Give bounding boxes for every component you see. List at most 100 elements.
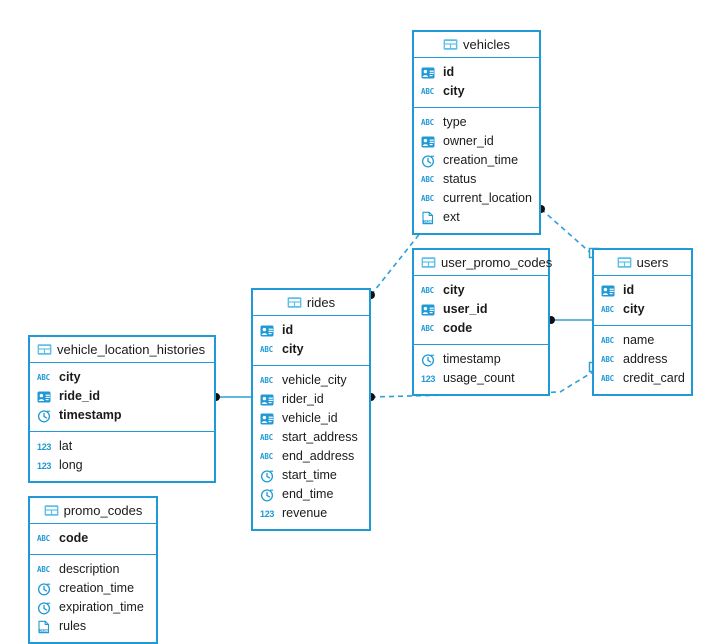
clock-timestamp-icon [37,409,53,423]
column-label: expiration_time [59,600,144,615]
abc-string-icon: ABC [260,432,273,442]
key-column-id[interactable]: id [260,321,362,340]
column-label: timestamp [443,352,501,367]
data-column-end_time[interactable]: end_time [260,485,362,504]
abc-string-icon: ABC [37,372,50,382]
key-id-icon [601,284,617,298]
table-header-rides[interactable]: rides [253,290,369,316]
table-header-vehicle_location_histories[interactable]: vehicle_location_histories [30,337,214,363]
abc-string-icon: ABC [260,375,273,385]
column-label: city [623,302,645,317]
abc-string-icon: ABC [601,335,614,345]
column-label: vehicle_id [282,411,338,426]
key-column-id[interactable]: id [421,63,532,82]
table-grid-icon [37,342,52,357]
key-id-icon [260,412,276,426]
column-label: credit_card [623,371,685,386]
table-title: vehicles [463,37,510,52]
column-label: address [623,352,668,367]
data-column-vehicle_id[interactable]: vehicle_id [260,409,362,428]
key-column-timestamp[interactable]: timestamp [37,406,207,425]
table-grid-icon [617,255,632,270]
column-label: start_address [282,430,358,445]
abc-string-icon: ABC [421,86,434,96]
table-title: promo_codes [63,503,143,518]
data-column-owner_id[interactable]: owner_id [421,132,532,151]
table-grid-icon [287,295,302,310]
column-label: current_location [443,191,532,206]
column-label: revenue [282,506,328,521]
data-column-creation_time[interactable]: creation_time [37,579,149,598]
data-column-creation_time[interactable]: creation_time [421,151,532,170]
abc-string-icon: ABC [421,193,434,203]
data-column-timestamp[interactable]: timestamp [421,350,541,369]
column-label: code [443,321,473,336]
key-column-ride_id[interactable]: ride_id [37,387,207,406]
relationship-vehicle-location-histories-to-rides[interactable] [212,393,251,401]
data-column-expiration_time[interactable]: expiration_time [37,598,149,617]
column-label: code [59,531,89,546]
table-header-users[interactable]: users [594,250,691,276]
column-label: rules [59,619,87,634]
key-column-id[interactable]: id [601,281,684,300]
number-123-icon: 123 [37,441,52,452]
data-column-rider_id[interactable]: rider_id [260,390,362,409]
table-title: user_promo_codes [441,255,553,270]
column-label: owner_id [443,134,494,149]
data-column-start_time[interactable]: start_time [260,466,362,485]
key-column-city[interactable]: ABC city [37,368,207,387]
number-123-icon: 123 [37,460,52,471]
column-label: rider_id [282,392,324,407]
column-label: city [59,370,81,385]
abc-string-icon: ABC [37,564,50,574]
relationship-user-promo-codes-to-users[interactable] [547,316,592,324]
table-header-vehicles[interactable]: vehicles [414,32,539,58]
column-label: ride_id [59,389,100,404]
table-grid-icon [421,255,436,270]
table-title: rides [306,295,336,310]
primary-key-section-vehicle_location_histories: ABC city ride_id timestamp [30,363,214,432]
table-header-promo_codes[interactable]: promo_codes [30,498,156,524]
column-label: city [443,283,465,298]
key-id-icon [421,66,437,80]
abc-string-icon: ABC [260,344,273,354]
data-column-start_address[interactable]: ABC start_address [260,428,362,447]
column-label: user_id [443,302,488,317]
key-column-user_id[interactable]: user_id [421,300,541,319]
data-column-current_location[interactable]: ABC current_location [421,189,532,208]
table-header-user_promo_codes[interactable]: user_promo_codes [414,250,552,276]
table-grid-icon [44,503,59,518]
